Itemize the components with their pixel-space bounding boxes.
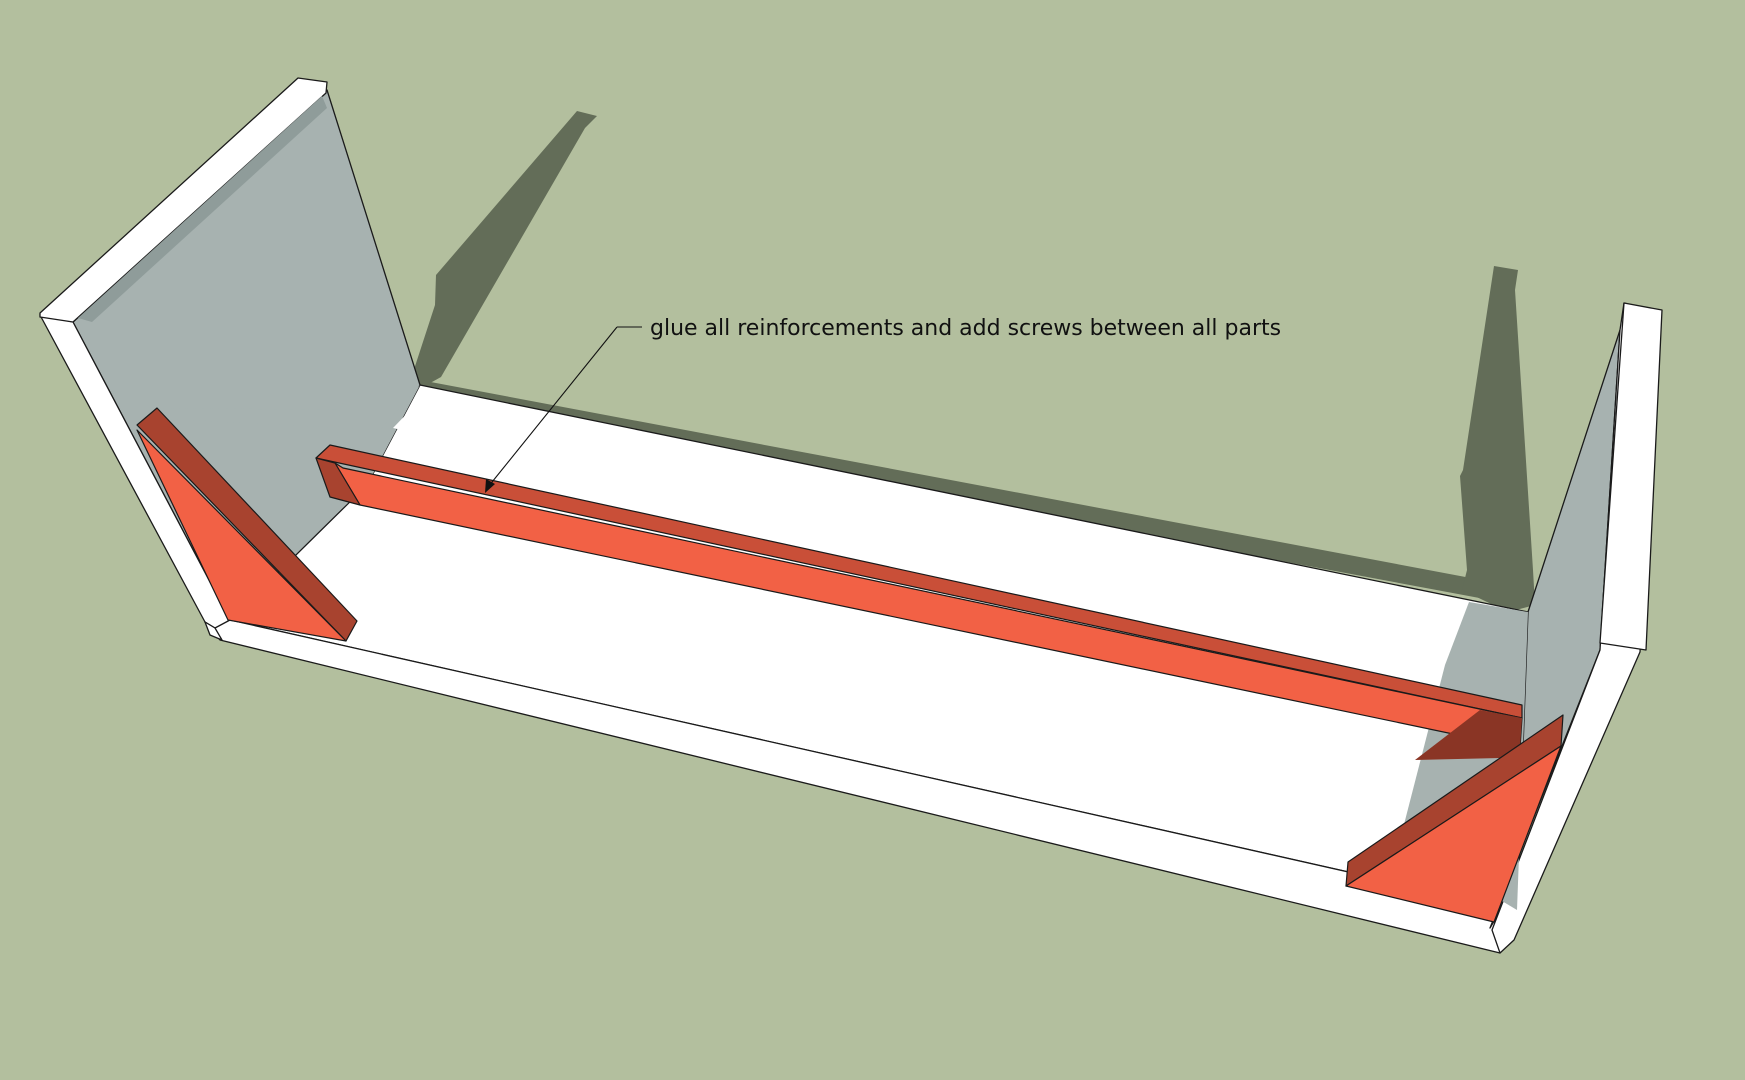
back-rail-strip [393,400,1460,660]
long-reinforcement-left-end [315,457,361,506]
left-panel-bottom-corner [204,621,223,641]
shadow-right-panel [1460,266,1535,612]
left-panel-cap-shade [78,96,327,322]
long-reinforcement-top [315,444,1523,719]
left-gusset-bevel [136,407,358,642]
leader-arrowhead [485,479,495,493]
shadow-left-panel [405,111,597,397]
ground-shadows [405,111,1535,612]
right-gusset [1345,714,1564,923]
leader-line [487,326,618,488]
long-reinforcement-shadow-end [1415,710,1522,760]
shadow-long-board [420,380,1517,605]
annotation-leader [487,326,642,488]
left-gusset [136,407,358,642]
annotation-label: glue all reinforcements and add screws b… [650,316,1282,341]
long-reinforcement [315,444,1523,760]
right-gusset-face [1345,745,1562,923]
base-board-top [229,384,1529,911]
left-gusset-face [136,429,347,642]
right-panel-top-cap [1599,302,1663,651]
left-panel-top-cap [39,77,328,323]
